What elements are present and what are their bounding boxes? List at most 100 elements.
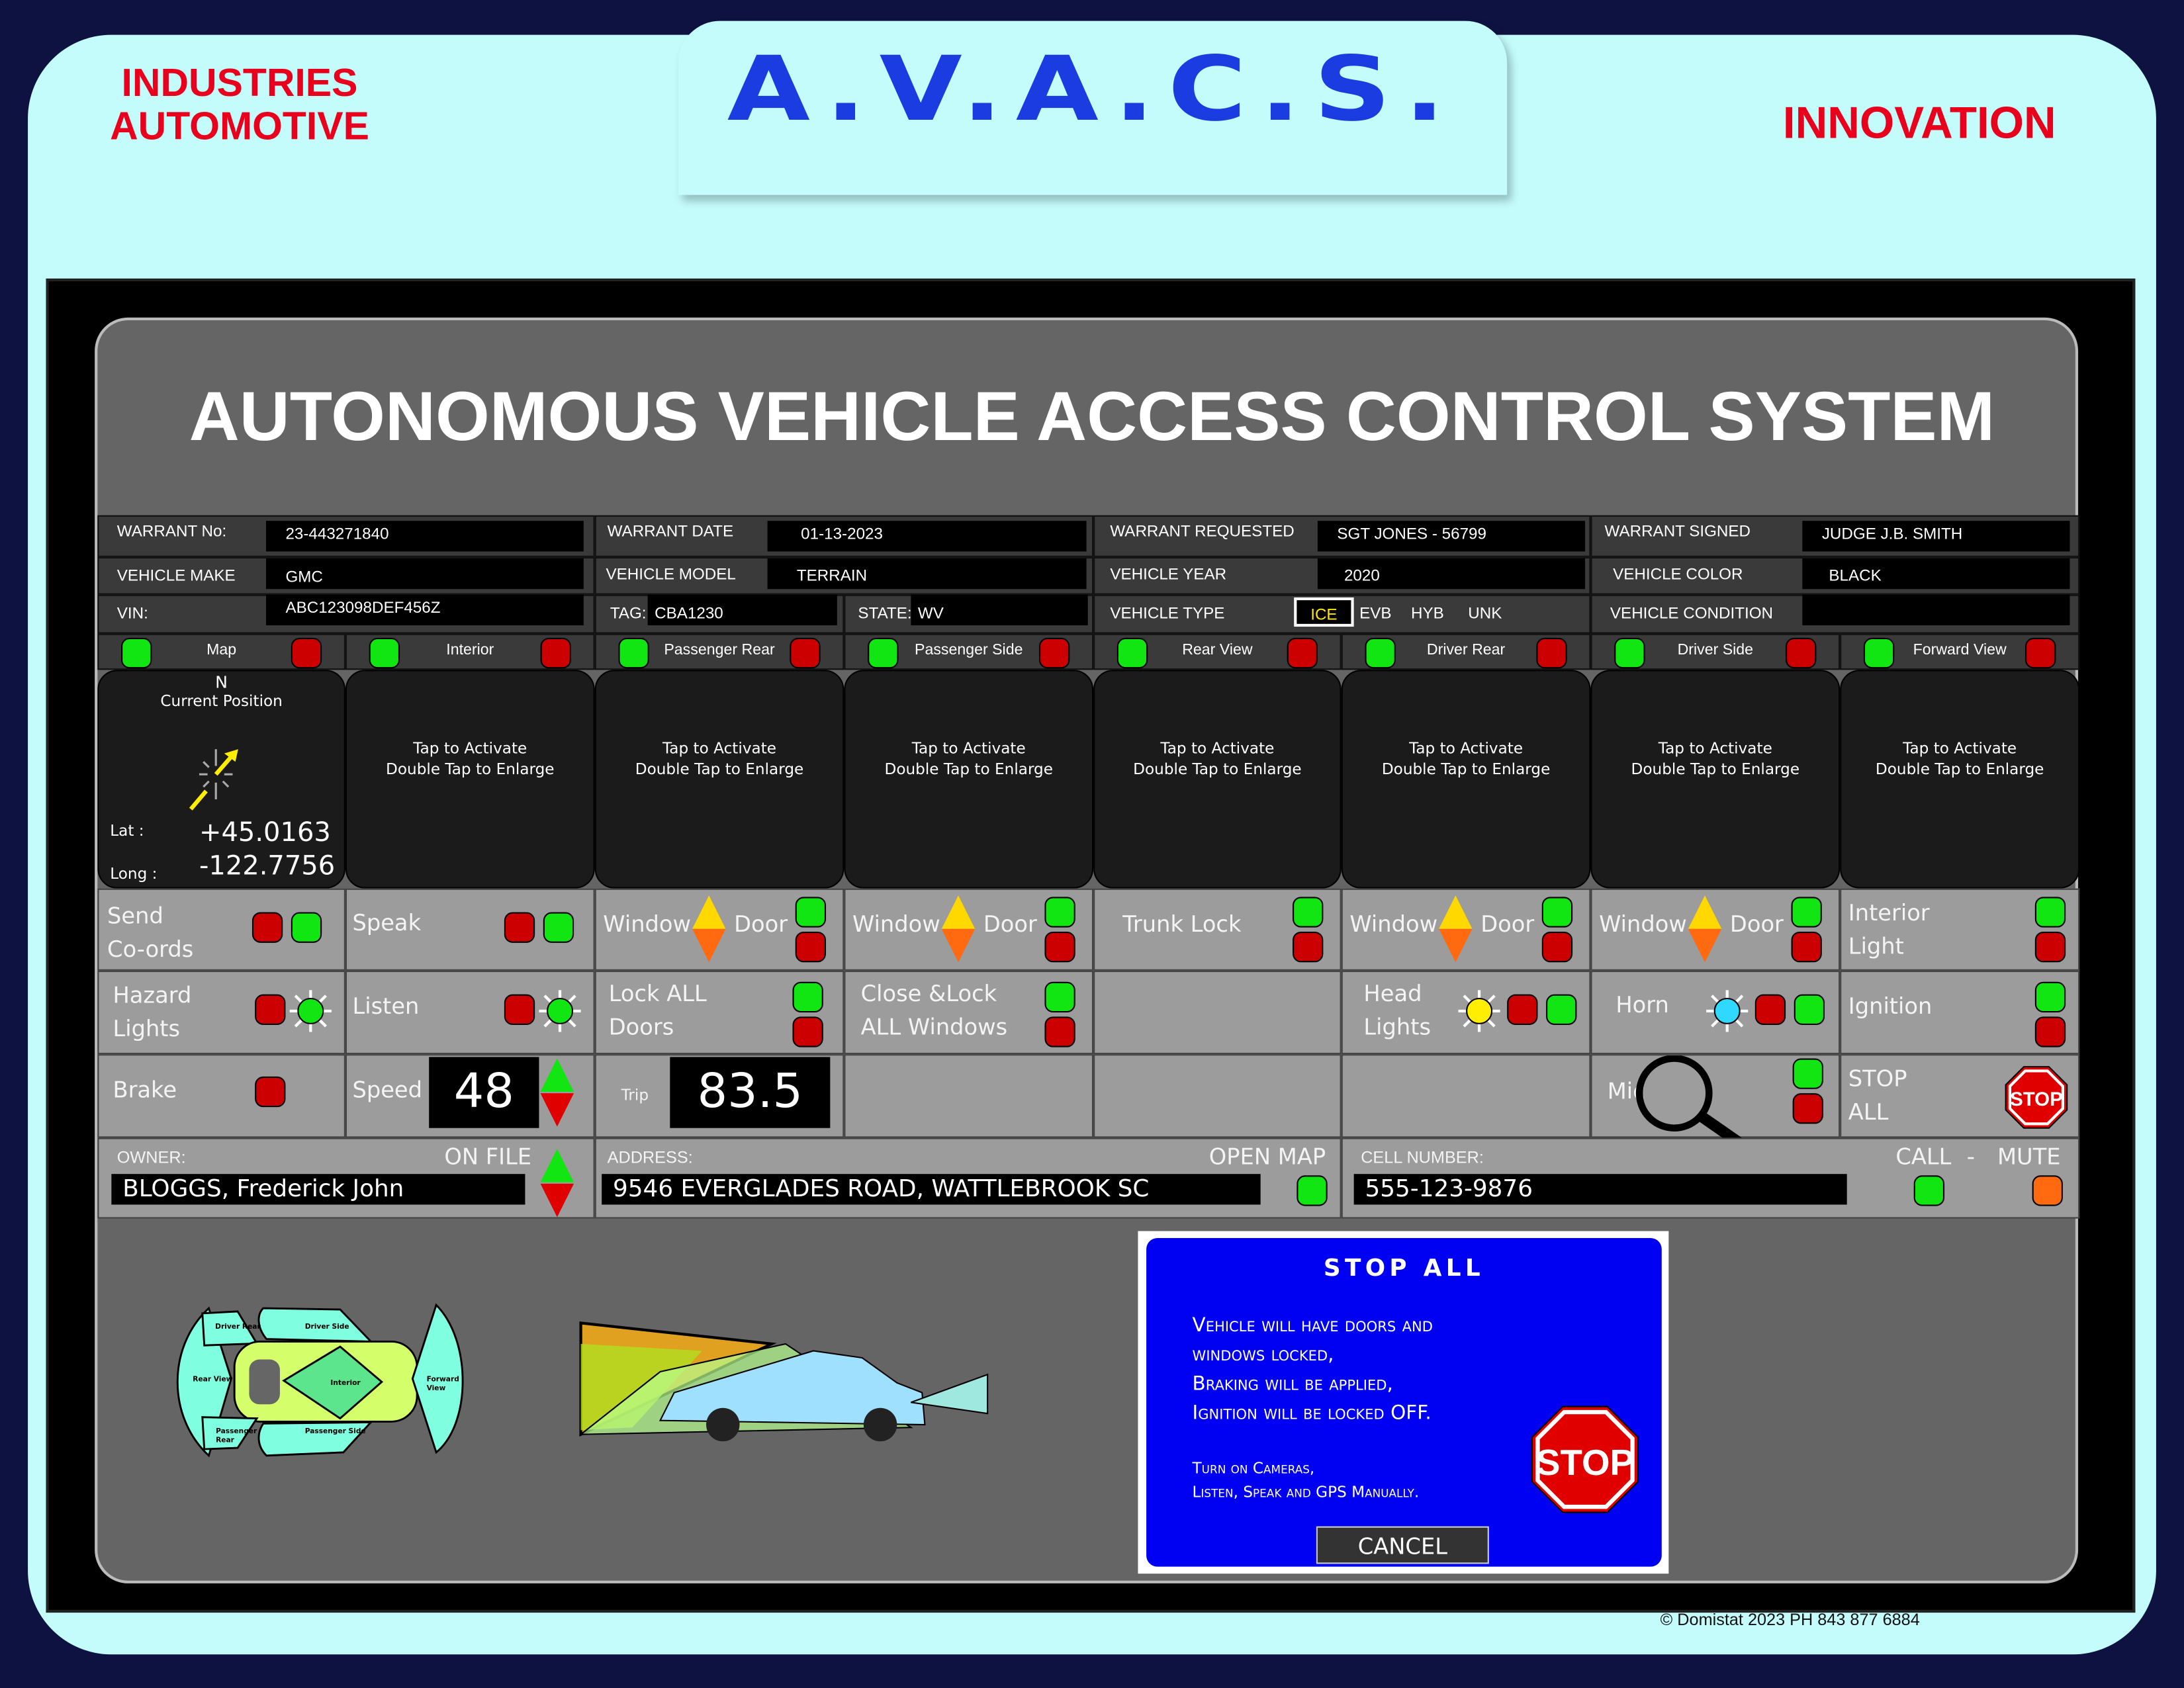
camera-off-button[interactable]: [291, 637, 322, 669]
cancel-button[interactable]: CANCEL: [1316, 1526, 1489, 1564]
year-label: VEHICLE YEAR: [1110, 566, 1227, 584]
vehicle-type-evb[interactable]: EVB: [1359, 605, 1392, 623]
camera-on-button[interactable]: [1365, 637, 1396, 669]
trunk-lock-button[interactable]: [1293, 931, 1324, 963]
brake-button[interactable]: [255, 1076, 286, 1108]
camera-off-button[interactable]: [2025, 637, 2056, 669]
headlights-off-button[interactable]: [1507, 994, 1538, 1025]
camera-on-button[interactable]: [121, 637, 152, 669]
camera-on-button[interactable]: [1863, 637, 1895, 669]
close-lock-all-windows-button[interactable]: [1044, 1016, 1075, 1047]
camera-on-button[interactable]: [1614, 637, 1645, 669]
speed-up-arrow-icon[interactable]: [540, 1058, 574, 1092]
warrant-no-field[interactable]: 23-443271840: [265, 521, 584, 552]
driver-rear-door-unlock-button[interactable]: [1541, 897, 1573, 928]
condition-field[interactable]: [1802, 594, 2070, 625]
vehicle-type-label: VEHICLE TYPE: [1110, 605, 1225, 623]
passenger-side-window-up-icon[interactable]: [941, 895, 976, 929]
passenger-rear-window-up-icon[interactable]: [692, 895, 726, 929]
address-field[interactable]: 9546 EVERGLADES ROAD, WATTLEBROOK SC: [602, 1174, 1261, 1205]
driver-rear-door-lock-button[interactable]: [1541, 931, 1573, 963]
passenger-side-door-lock-button[interactable]: [1044, 931, 1075, 963]
camera-on-button[interactable]: [618, 637, 649, 669]
call-button[interactable]: [1913, 1175, 1945, 1206]
passenger-side-window-down-icon[interactable]: [941, 928, 976, 963]
trunk-unlock-button[interactable]: [1293, 897, 1324, 928]
headlights-on-button[interactable]: [1546, 994, 1577, 1025]
stop-all-button[interactable]: STOP: [2005, 1065, 2069, 1130]
interior-light-off-button[interactable]: [2034, 931, 2066, 963]
camera-on-button[interactable]: [369, 637, 400, 669]
passenger-rear-door-lock-button[interactable]: [795, 931, 827, 963]
driver-side-door-lock-button[interactable]: [1791, 931, 1822, 963]
mic-on-button[interactable]: [1792, 1058, 1823, 1089]
listen-off-button[interactable]: [504, 994, 535, 1025]
model-field[interactable]: TERRAIN: [767, 558, 1087, 590]
camera-off-button[interactable]: [1039, 637, 1070, 669]
make-field[interactable]: GMC: [265, 558, 584, 590]
open-all-windows-button[interactable]: [1044, 981, 1075, 1013]
horn-off-button[interactable]: [1754, 994, 1786, 1025]
driver-side-window-down-icon[interactable]: [1688, 928, 1722, 963]
horn-on-button[interactable]: [1794, 994, 1825, 1025]
passenger-side-door-unlock-button[interactable]: [1044, 897, 1075, 928]
color-field[interactable]: BLACK: [1802, 558, 2070, 590]
warrant-date-field[interactable]: 01-13-2023: [767, 521, 1087, 552]
state-field[interactable]: WV: [911, 594, 1088, 625]
ignition-off-button[interactable]: [2034, 1016, 2066, 1047]
ignition-on-button[interactable]: [2034, 981, 2066, 1013]
vin-field[interactable]: ABC123098DEF456Z: [265, 594, 584, 625]
owner-down-arrow-icon[interactable]: [540, 1183, 574, 1218]
unlock-all-doors-button[interactable]: [792, 981, 823, 1013]
camera-on-button[interactable]: [1116, 637, 1148, 669]
mute-button[interactable]: [2032, 1175, 2063, 1206]
warrant-requested-field[interactable]: SGT JONES - 56799: [1317, 521, 1586, 552]
interior-light-on-button[interactable]: [2034, 897, 2066, 928]
mic-off-button[interactable]: [1792, 1093, 1823, 1124]
vehicle-type-hyb[interactable]: HYB: [1410, 605, 1444, 623]
vehicle-type-unk[interactable]: UNK: [1468, 605, 1502, 623]
send-coords-off-button[interactable]: [251, 912, 283, 943]
speak-on-button[interactable]: [543, 912, 574, 943]
driver-side-door-unlock-button[interactable]: [1791, 897, 1822, 928]
year-field[interactable]: 2020: [1317, 558, 1586, 590]
camera-off-button[interactable]: [1786, 637, 1817, 669]
camera-off-button[interactable]: [1287, 637, 1318, 669]
headlights-burst-icon[interactable]: [1457, 989, 1501, 1033]
warrant-signed-field[interactable]: JUDGE J.B. SMITH: [1802, 521, 2070, 552]
map-panel[interactable]: N Current Position Lat : +45.0163 Long :…: [97, 670, 345, 889]
lock-all-doors-button[interactable]: [792, 1016, 823, 1047]
driver-rear-window-down-icon[interactable]: [1439, 928, 1473, 963]
passenger-rear-window-down-icon[interactable]: [692, 928, 726, 963]
hazard-on-burst-icon[interactable]: [289, 989, 333, 1033]
camera-on-button[interactable]: [868, 637, 899, 669]
speak-off-button[interactable]: [504, 912, 535, 943]
passenger-rear-door-unlock-button[interactable]: [795, 897, 827, 928]
camera-off-button[interactable]: [1536, 637, 1567, 669]
owner-up-arrow-icon[interactable]: [540, 1149, 574, 1182]
driver-rear-window-up-icon[interactable]: [1439, 895, 1473, 929]
open-map-button[interactable]: [1297, 1175, 1328, 1206]
owner-name-field[interactable]: BLOGGS, Frederick John: [111, 1174, 525, 1205]
hazard-off-button[interactable]: [255, 994, 286, 1025]
warrant-no-label: WARRANT No:: [116, 523, 227, 541]
speed-down-arrow-icon[interactable]: [540, 1093, 574, 1127]
camera-off-button[interactable]: [540, 637, 571, 669]
send-coords-on-button[interactable]: [291, 912, 322, 943]
vehicle-type-ice[interactable]: ICE: [1294, 597, 1354, 627]
tag-field[interactable]: CBA1230: [647, 594, 837, 625]
listen-on-burst-icon[interactable]: [537, 989, 582, 1033]
driver-side-window-up-icon[interactable]: [1688, 895, 1722, 929]
camera-off-button[interactable]: [790, 637, 821, 669]
horn-burst-icon[interactable]: [1705, 989, 1749, 1033]
cell-number-field[interactable]: 555-123-9876: [1353, 1174, 1847, 1205]
